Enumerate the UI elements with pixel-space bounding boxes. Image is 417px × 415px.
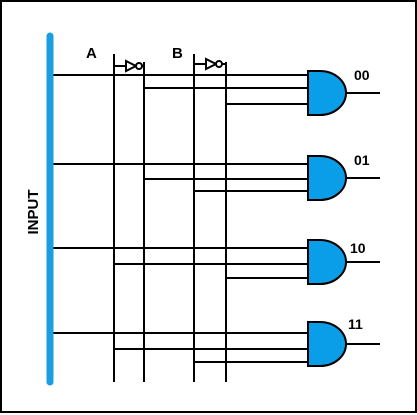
inverter-b — [194, 57, 226, 71]
output-label-00: 00 — [354, 67, 370, 83]
and-gate-00 — [307, 70, 347, 116]
output-label-11: 11 — [348, 316, 363, 332]
a-label: A — [86, 45, 97, 62]
b-label: B — [172, 45, 183, 62]
and-gate-10 — [307, 239, 347, 285]
output-label-10: 10 — [350, 240, 366, 256]
input-label: INPUT — [25, 190, 42, 235]
and-gate-11 — [307, 321, 347, 367]
and-gate-01 — [307, 155, 347, 201]
output-label-01: 01 — [354, 152, 370, 168]
inverter-a — [114, 59, 144, 73]
